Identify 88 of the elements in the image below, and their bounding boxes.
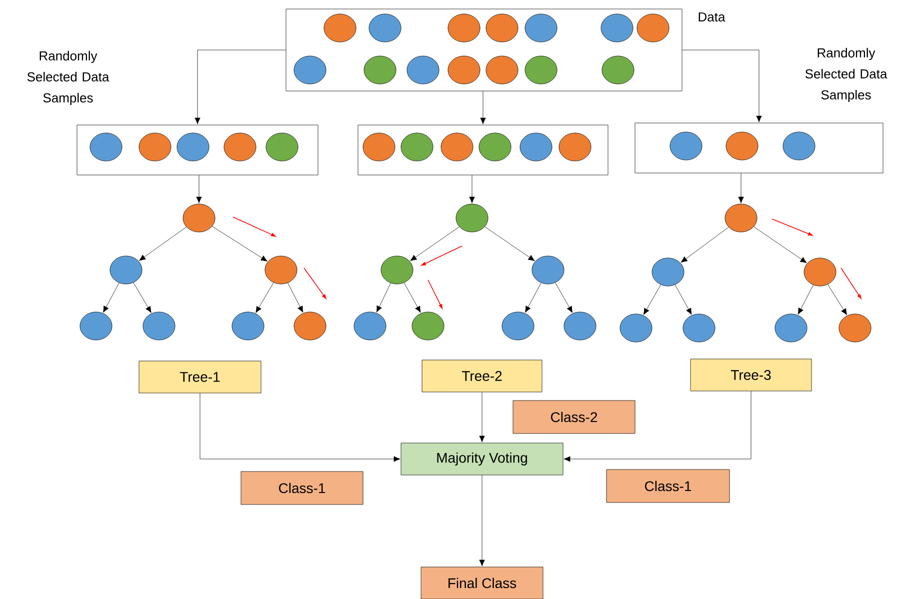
sample-circle bbox=[502, 312, 534, 340]
arrow bbox=[288, 282, 304, 313]
sample-circle bbox=[232, 312, 264, 340]
sample-circle bbox=[782, 132, 816, 160]
arrow bbox=[680, 226, 729, 263]
sample-circle bbox=[600, 14, 634, 42]
sample-circle bbox=[324, 14, 356, 42]
arrow bbox=[194, 50, 286, 124]
sample-circle bbox=[524, 14, 558, 42]
arrow bbox=[200, 393, 400, 462]
sample-circle bbox=[142, 312, 176, 340]
arrow bbox=[410, 226, 460, 261]
sample-circle bbox=[110, 256, 142, 284]
sample-circle bbox=[478, 132, 512, 162]
sample-circle bbox=[368, 14, 402, 42]
sample-circle bbox=[448, 56, 480, 84]
arrow bbox=[674, 284, 692, 315]
sample-circle bbox=[636, 14, 670, 42]
sample-circle bbox=[486, 56, 518, 84]
arrow bbox=[798, 284, 814, 315]
class-box: Class-2 bbox=[512, 400, 636, 434]
arrow bbox=[133, 282, 152, 313]
side-label: Randomly Selected Data Samples bbox=[27, 50, 110, 106]
arrow bbox=[404, 282, 421, 313]
arrow bbox=[103, 282, 120, 313]
arrow bbox=[376, 282, 391, 312]
arrow bbox=[754, 226, 807, 264]
sample-circle bbox=[362, 132, 396, 162]
arrow bbox=[469, 175, 475, 204]
sample-circle bbox=[670, 132, 702, 160]
sample-circle bbox=[524, 56, 558, 84]
sample-circle bbox=[380, 256, 414, 284]
side-label: Randomly Selected Data Samples bbox=[805, 48, 888, 102]
sample-circle bbox=[682, 314, 716, 342]
sample-circle bbox=[412, 312, 444, 340]
sample-circle bbox=[774, 314, 808, 342]
sample-circle bbox=[182, 204, 216, 232]
sample-circle bbox=[266, 132, 298, 162]
tree-label-box: Tree-3 bbox=[690, 358, 812, 392]
tree-label-box: Tree-1 bbox=[138, 360, 262, 394]
sample-circle bbox=[264, 256, 298, 284]
arrow bbox=[256, 282, 274, 313]
sample-circle bbox=[176, 132, 210, 162]
arrow bbox=[682, 50, 762, 122]
sample-circle bbox=[726, 132, 758, 160]
sample-circle bbox=[456, 204, 488, 232]
voting-box: Majority Voting bbox=[400, 442, 564, 476]
sample-circle bbox=[80, 312, 112, 340]
sample-circle bbox=[138, 132, 172, 162]
arrow bbox=[738, 173, 744, 204]
class-box: Class-1 bbox=[240, 471, 364, 505]
arrow bbox=[564, 391, 752, 462]
sample-circle bbox=[364, 56, 396, 84]
data-label: Data bbox=[698, 12, 726, 22]
sample-circle bbox=[294, 312, 326, 340]
arrow bbox=[480, 91, 486, 124]
sample-circle bbox=[520, 132, 552, 162]
class-box: Final Class bbox=[420, 566, 544, 599]
sample-circle bbox=[558, 132, 592, 162]
arrow bbox=[555, 282, 573, 313]
sample-circle bbox=[652, 258, 684, 286]
sample-circle bbox=[486, 14, 518, 42]
arrow bbox=[138, 226, 187, 261]
arrow bbox=[212, 226, 268, 262]
sample-circle bbox=[724, 204, 758, 232]
class-box: Class-1 bbox=[606, 469, 730, 503]
arrow bbox=[828, 284, 848, 316]
sample-circle bbox=[354, 312, 386, 340]
sample-circle bbox=[90, 132, 122, 162]
sample-circle bbox=[602, 56, 634, 84]
sample-circle bbox=[804, 258, 836, 286]
sample-circle bbox=[406, 56, 440, 84]
sample-circle bbox=[400, 132, 434, 162]
sample-circle bbox=[440, 132, 474, 162]
arrow bbox=[643, 284, 661, 315]
arrow bbox=[525, 282, 542, 313]
sample-circle bbox=[294, 56, 326, 84]
arrow bbox=[196, 175, 202, 204]
tree-label-box: Tree-2 bbox=[422, 360, 542, 392]
arrow bbox=[479, 392, 485, 442]
sample-circle bbox=[448, 14, 480, 42]
sample-circle bbox=[620, 314, 652, 342]
sample-circle bbox=[564, 312, 596, 340]
sample-circle bbox=[224, 132, 256, 162]
sample-circle bbox=[838, 314, 872, 342]
sample-circle bbox=[532, 256, 564, 284]
arrow bbox=[484, 226, 535, 262]
arrow bbox=[479, 475, 485, 566]
